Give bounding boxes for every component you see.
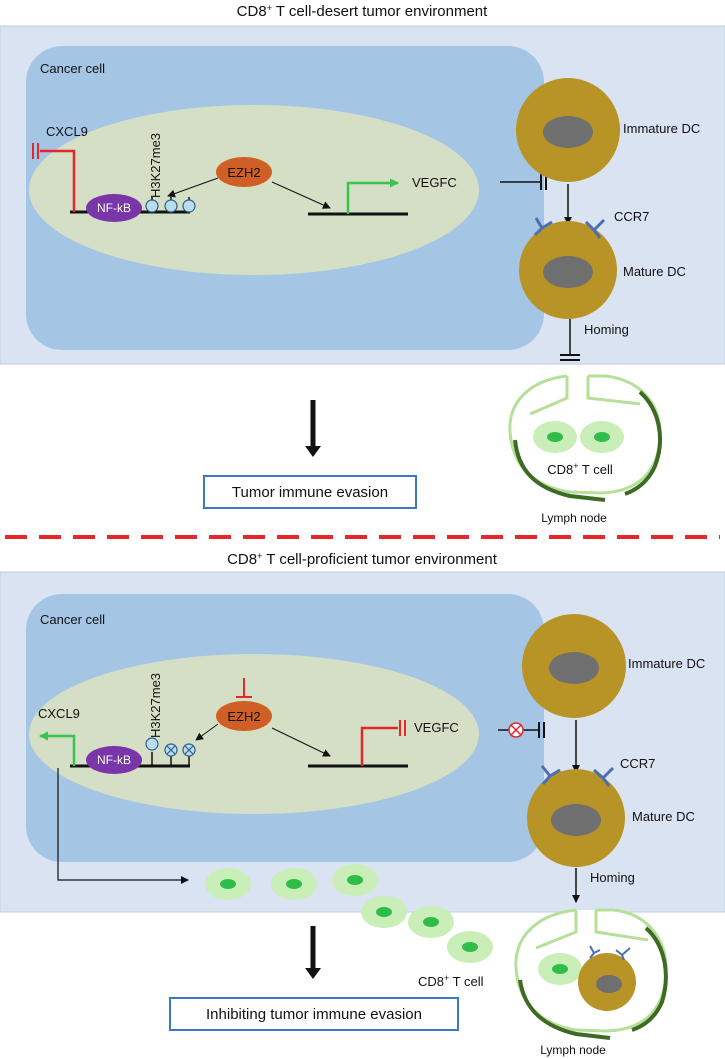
top-methyl-mark-1 [145, 199, 159, 213]
bottom-outcome-box [169, 997, 459, 1031]
bottom-h3k27me3-marks: H3K27me3 [145, 673, 196, 768]
bottom-ezh2-label: EZH2 [227, 709, 260, 724]
bottom-outcome-label: Inhibiting tumor immune evasion [206, 1006, 422, 1023]
bottom-tcell-label: CD8+ T cell [418, 973, 484, 989]
bottom-h3k27me3-label: H3K27me3 [148, 673, 163, 738]
bottom-migrating-tcell-5 [408, 906, 454, 938]
top-panel: CD8+ T cell-desert tumor environment Can… [0, 3, 725, 365]
top-nucleus [29, 105, 479, 275]
bottom-panel-title: CD8+ T cell-proficient tumor environment [227, 551, 498, 568]
bottom-lymph-tcell [538, 953, 582, 985]
bottom-ccr7-receptor-right [593, 766, 615, 787]
bottom-lymph-mature-dc [578, 945, 636, 1011]
bottom-migrating-tcell-3 [332, 864, 378, 896]
top-lymph-node-label: Lymph node [541, 511, 607, 525]
bottom-mature-dc-label: Mature DC [632, 809, 695, 824]
bottom-lymph-node-label: Lymph node [540, 1043, 606, 1057]
top-ccr7-receptor-left [533, 217, 553, 237]
top-outcome-box [203, 475, 417, 509]
top-mature-dc-label: Mature DC [623, 264, 686, 279]
top-ccr7-receptor-right [584, 218, 606, 239]
top-cxcl9-label: CXCL9 [46, 124, 88, 139]
top-homing-label: Homing [584, 322, 629, 337]
bottom-immature-dc-label: Immature DC [628, 656, 705, 671]
top-mature-dc: Mature DC CCR7 [519, 209, 686, 319]
bottom-nfkb-label: NF-kB [97, 753, 131, 767]
top-cancer-cell-label: Cancer cell [40, 61, 105, 76]
top-nfkb-shape [86, 194, 142, 222]
top-vegfc-active-promoter [346, 178, 399, 214]
top-ezh2-label: EZH2 [227, 165, 260, 180]
bottom-immature-dc-nucleus [549, 652, 599, 684]
top-methyl-mark-2 [164, 199, 178, 213]
bottom-removed-methyl-mark-1 [164, 743, 178, 757]
top-ccr7-label: CCR7 [614, 209, 649, 224]
bottom-vegfc-gene: VEGFC [308, 720, 545, 768]
top-immature-dc-label: Immature DC [623, 121, 700, 136]
bottom-homing-label: Homing [590, 870, 635, 885]
bottom-lymph-node-outer-right [631, 926, 668, 1032]
bottom-cancer-cell-label: Cancer cell [40, 612, 105, 627]
top-ezh2-to-h3k27-arrow [167, 177, 219, 198]
top-nfkb: NF-kB [86, 194, 142, 222]
bottom-cxcl9-label: CXCL9 [38, 706, 80, 721]
top-h3k27me3-marks: H3K27me3 [145, 133, 196, 214]
bottom-nfkb: NF-kB [86, 746, 142, 774]
bottom-cxcl9-active-promoter [39, 731, 76, 766]
top-lymph-tcell-1 [533, 421, 577, 453]
bottom-mature-dc-nucleus [551, 804, 601, 836]
bottom-ezh2: EZH2 [195, 678, 331, 757]
bottom-mature-dc: Mature DC CCR7 [527, 756, 695, 867]
top-methyl-mark-3 [182, 199, 196, 213]
top-vegfc-label: VEGFC [412, 175, 457, 190]
top-outcome-arrowhead [305, 446, 321, 457]
top-lymph-node-outer-right [624, 390, 662, 496]
top-h3k27me3-label: H3K27me3 [148, 133, 163, 198]
top-nfkb-label: NF-kB [97, 201, 131, 215]
bottom-vegfc-label: VEGFC [414, 720, 459, 735]
bottom-migrating-tcell-6 [447, 931, 493, 963]
top-ezh2-to-vegfc-arrow [271, 181, 331, 209]
bottom-panel: CD8+ T cell-proficient tumor environment… [0, 551, 725, 989]
top-outcome-label: Tumor immune evasion [232, 484, 388, 501]
top-mature-dc-nucleus [543, 256, 593, 288]
bottom-vegfc-inhibited-promoter [360, 726, 398, 766]
top-cxcl9-inhibited-promoter [40, 149, 76, 212]
top-panel-title: CD8+ T cell-desert tumor environment [237, 3, 488, 20]
bottom-lymph-dc-receptor-left [589, 945, 601, 959]
top-lymph-node: CD8+ T cell Lymph node [508, 374, 662, 525]
bottom-blocked-icon [508, 722, 524, 738]
bottom-migrating-tcell-1 [205, 868, 251, 900]
top-lymph-tcell-2 [580, 421, 624, 453]
bottom-migrating-tcell-4 [361, 896, 407, 928]
bottom-outcome-arrowhead [305, 968, 321, 979]
bottom-nucleus [29, 654, 479, 814]
top-ezh2-shape [216, 157, 272, 187]
bottom-immature-dc: Immature DC [522, 614, 705, 718]
top-immature-dc: Immature DC [516, 78, 700, 182]
top-tcell-label: CD8+ T cell [547, 461, 613, 477]
bottom-migrating-tcell-2 [271, 868, 317, 900]
bottom-lymph-node-outer-left [518, 979, 611, 1040]
bottom-ezh2-to-vegfc-arrow [271, 727, 331, 757]
top-immature-dc-nucleus [543, 116, 593, 148]
bottom-ccr7-label: CCR7 [620, 756, 655, 771]
bottom-removed-methyl-mark-2 [182, 743, 196, 757]
top-lymph-node-outer-left [513, 439, 606, 502]
bottom-methyl-mark [145, 737, 159, 751]
bottom-ezh2-to-h3k27-arrow [195, 723, 219, 741]
top-ezh2: EZH2 [167, 157, 331, 209]
bottom-lymph-dc-receptor-right [615, 947, 631, 961]
bottom-ezh2-shape [216, 701, 272, 731]
top-vegfc-gene: VEGFC [308, 174, 547, 216]
bottom-nfkb-shape [86, 746, 142, 774]
bottom-lymph-node: Lymph node [514, 908, 668, 1057]
bottom-ccr7-receptor-left [540, 765, 561, 785]
bottom-tcell-recruitment-arrow [57, 768, 189, 884]
